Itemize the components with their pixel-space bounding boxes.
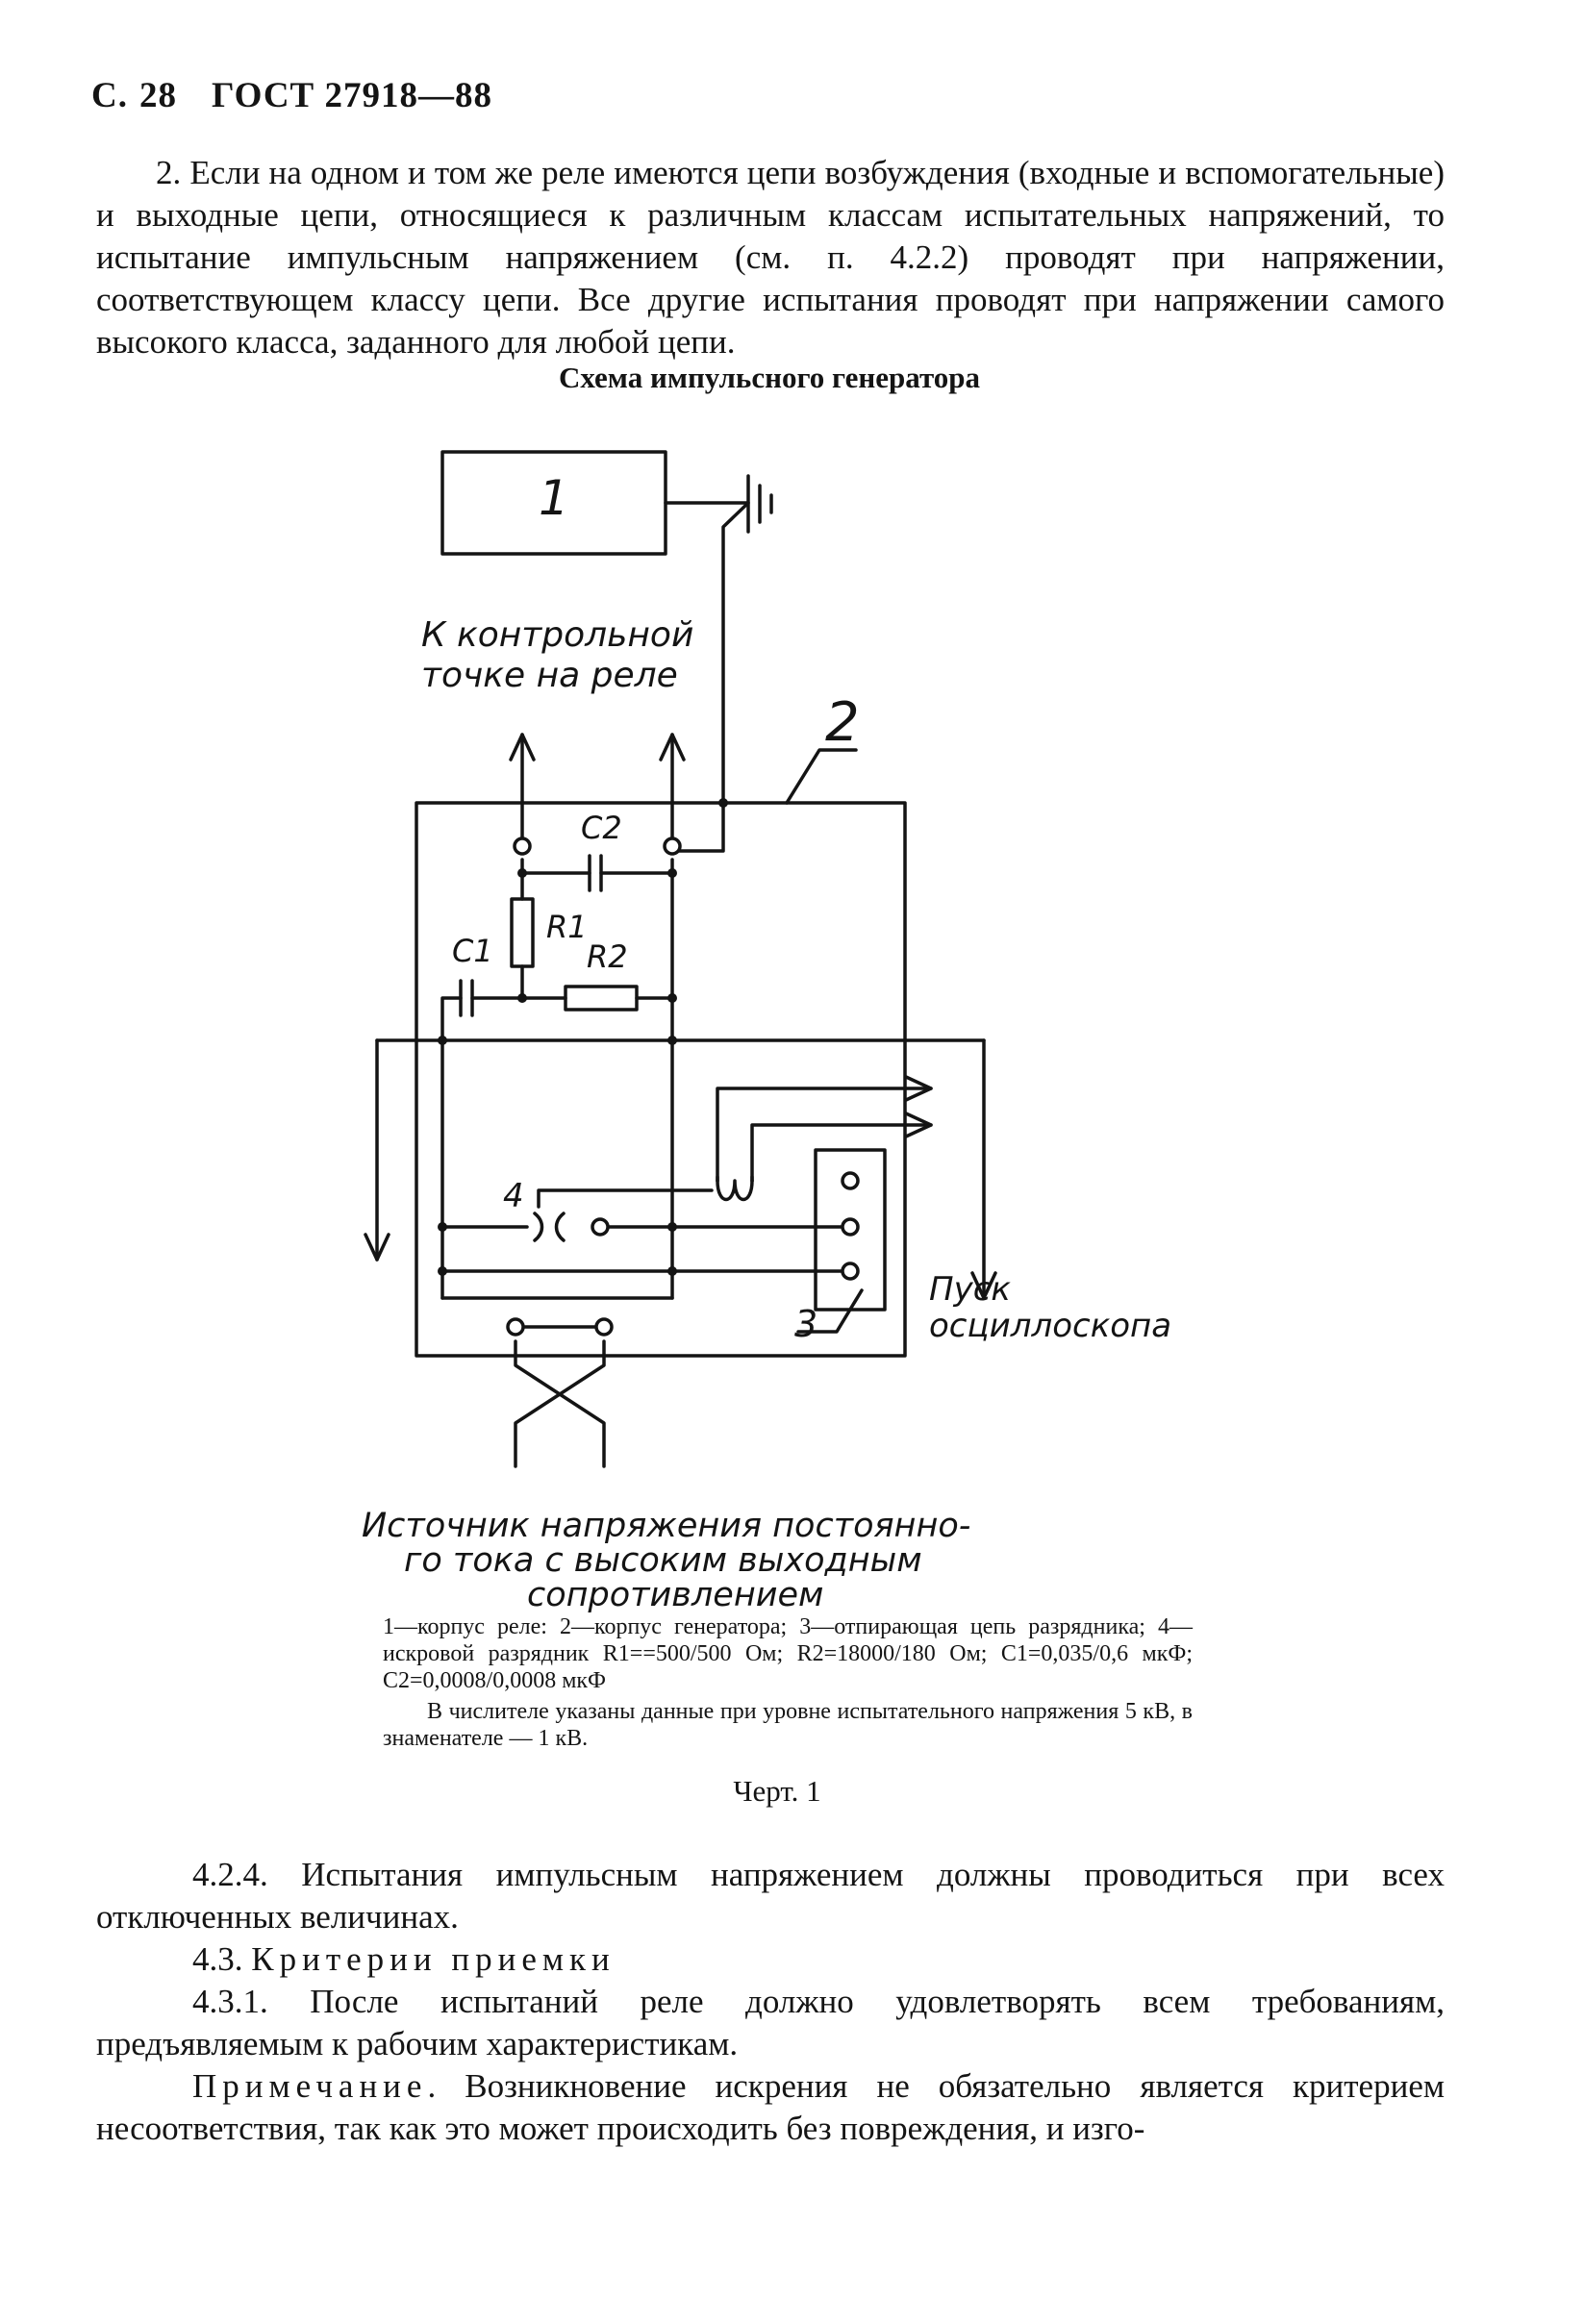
label-r1: R1 — [546, 909, 588, 945]
label-block-1: 1 — [539, 470, 569, 526]
input-wire-a — [514, 1339, 606, 1468]
label-osc-1: Пуск — [929, 1270, 1011, 1309]
section-4-3-number: 4.3. — [192, 1940, 243, 1978]
r2-resistor — [564, 985, 639, 1012]
junction — [667, 868, 677, 878]
terminal-out-right — [663, 837, 682, 856]
trigger-line-top — [716, 1087, 933, 1183]
input-wire-b — [514, 1339, 606, 1468]
label-to-relay-2: точке на реле — [421, 656, 678, 695]
label-source-1: Источник напряжения постоянно- — [362, 1507, 970, 1545]
junction — [517, 868, 527, 878]
legend-note: В числителе указаны данные при уровне ис… — [383, 1699, 1193, 1751]
standard-id: ГОСТ 27918—88 — [211, 76, 492, 115]
trigger-terminal-2 — [841, 1217, 860, 1237]
label-gap-4: 4 — [503, 1177, 524, 1215]
note-paragraph: Примечание. Возникновение искрения не об… — [96, 2065, 1445, 2150]
junction — [667, 1036, 677, 1045]
figure-title: Схема импульсного генератора — [558, 361, 981, 394]
c2-plate — [588, 854, 603, 892]
junction — [438, 1266, 447, 1276]
note-lead: Примечание — [192, 2067, 428, 2105]
page-number: 28 — [138, 76, 177, 115]
page-header: С. 28 ГОСТ 27918—88 — [91, 75, 492, 116]
label-source-3: сопротивлением — [527, 1576, 823, 1614]
label-r2: R2 — [587, 938, 628, 975]
label-c2: C2 — [581, 810, 622, 846]
trigger-terminal-1 — [841, 1171, 860, 1190]
junction — [517, 993, 527, 1003]
junction — [438, 1036, 447, 1045]
junction — [667, 993, 677, 1003]
ground-symbol — [664, 474, 773, 534]
label-c1: C1 — [452, 933, 493, 969]
section-4-2-4: 4.2.4. Испытания импульсным напряжением … — [96, 1856, 1445, 1936]
label-source-2: го тока с высоким выходным — [404, 1541, 922, 1580]
housing-leader — [785, 748, 858, 805]
figure-legend: 1—корпус реле: 2—корпус генератора; 3—от… — [383, 1613, 1193, 1752]
label-housing-2: 2 — [825, 691, 860, 754]
section-4-3-1: 4.3.1. После испытаний реле должно удовл… — [96, 1983, 1445, 2062]
trigger-line-bottom — [750, 1123, 933, 1183]
note-text: . Возникновение искрения не обязательно … — [96, 2067, 1445, 2147]
page-prefix: С. — [91, 76, 128, 115]
c1-plate — [459, 979, 474, 1017]
figure-label: Черт. 1 — [733, 1774, 821, 1808]
terminal-out-left — [513, 837, 532, 856]
junction — [667, 1266, 677, 1276]
input-terminal-left — [506, 1317, 525, 1337]
trigger-coil — [716, 1179, 754, 1202]
section-4-3-title: Критерии приемки — [251, 1940, 616, 1978]
legend-key: 1—корпус реле: 2—корпус генератора; 3—от… — [383, 1614, 1193, 1693]
label-circuit-3: 3 — [794, 1303, 817, 1345]
spark-gap-arc-right — [554, 1212, 566, 1242]
input-terminal-right — [594, 1317, 614, 1337]
junction — [667, 1222, 677, 1232]
trigger-terminal-3 — [841, 1262, 860, 1281]
generator-schematic: 1 2 C2 R1 C1 R2 4 3 К контрольной точке … — [362, 450, 1171, 1614]
spark-gap-arc-left — [533, 1212, 544, 1242]
intro-paragraph: 2. Если на одном и том же реле имеются ц… — [96, 154, 1445, 361]
section-4-3: 4.3. Критерии приемки — [96, 1938, 1445, 1981]
junction — [718, 798, 728, 808]
spark-gap-terminal — [591, 1217, 610, 1237]
label-to-relay-1: К контрольной — [421, 615, 693, 655]
r1-resistor — [510, 897, 535, 968]
label-osc-2: осциллоскопа — [929, 1307, 1171, 1345]
junction — [438, 1222, 447, 1232]
ground-wire — [669, 501, 750, 853]
generator-housing — [415, 801, 907, 1358]
